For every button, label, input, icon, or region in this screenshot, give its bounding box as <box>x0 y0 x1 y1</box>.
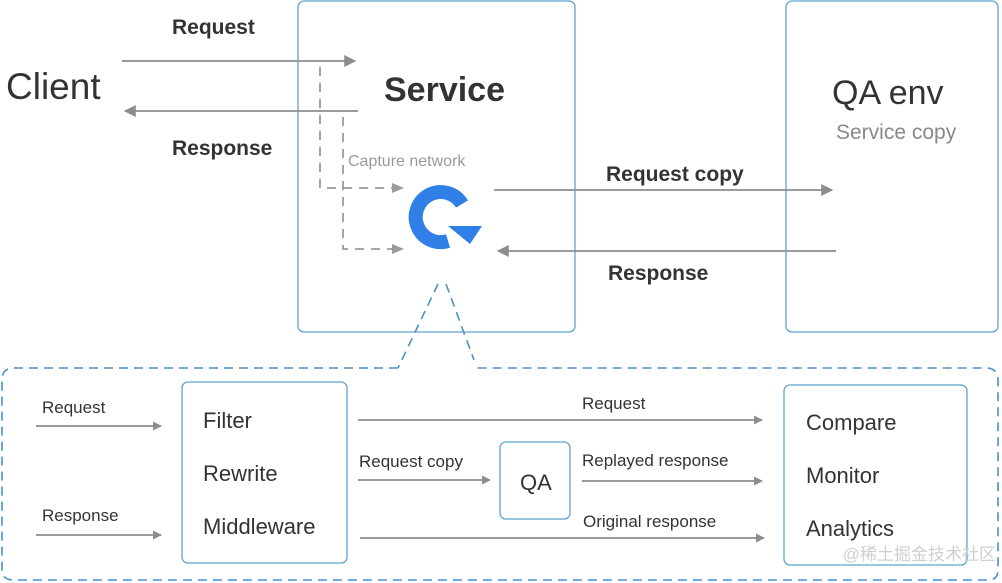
request-top-label: Request <box>582 394 646 413</box>
request-label: Request <box>172 16 255 39</box>
analysis-box <box>783 384 968 566</box>
original-response-label: Original response <box>583 512 716 531</box>
right-item-analytics: Analytics <box>806 516 894 541</box>
right-item-monitor: Monitor <box>806 463 879 488</box>
middle-item-filter: Filter <box>203 408 252 433</box>
response-in-label: Response <box>42 506 119 525</box>
response-back-label: Response <box>608 262 708 285</box>
capture-arrowhead-request <box>392 183 404 193</box>
response-label: Response <box>172 137 272 160</box>
zoom-connector-right <box>445 283 475 361</box>
processing-box <box>181 381 348 564</box>
request-in-label: Request <box>42 398 106 417</box>
capture-network-label: Capture network <box>348 153 466 170</box>
capture-dashed-line-response <box>342 117 400 250</box>
capture-arrowhead-response <box>392 244 404 254</box>
watermark-text: @稀土掘金技术社区 <box>843 545 996 564</box>
replayed-response-label: Replayed response <box>582 451 728 470</box>
qa-env-box <box>785 0 999 333</box>
qa-box <box>499 441 571 520</box>
middle-item-rewrite: Rewrite <box>203 461 278 486</box>
service-copy-label: Service copy <box>836 121 957 144</box>
service-label: Service <box>384 71 505 109</box>
client-label: Client <box>6 66 101 107</box>
qa-env-label: QA env <box>832 74 944 112</box>
middle-item-middleware: Middleware <box>203 514 316 539</box>
zoom-connector-left <box>397 283 439 369</box>
request-copy-label: Request copy <box>606 163 744 186</box>
qa-label: QA <box>520 470 552 495</box>
capture-dashed-line-request <box>319 67 400 189</box>
request-copy-bottom-label: Request copy <box>359 452 463 471</box>
detail-dashed-outline <box>1 367 999 581</box>
capture-logo-icon <box>408 185 482 250</box>
right-item-compare: Compare <box>806 410 896 435</box>
